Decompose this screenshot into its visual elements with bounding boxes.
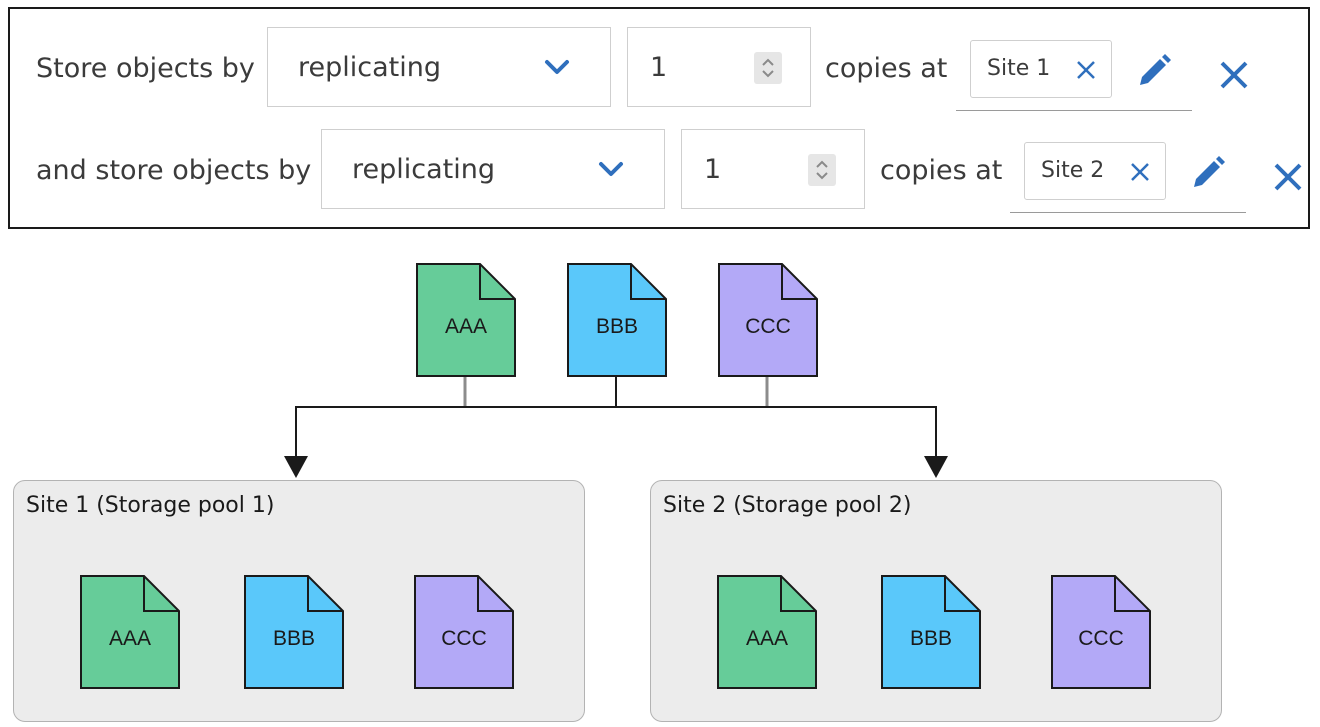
object-ccc: CCC (414, 575, 514, 689)
up-down-stepper-icon[interactable] (754, 52, 782, 84)
object-label: CCC (441, 627, 487, 650)
document-icon (881, 575, 981, 689)
object-label: BBB (595, 315, 639, 338)
copies-value: 1 (650, 52, 668, 83)
method-select[interactable]: replicating (321, 129, 665, 209)
site-selector[interactable]: Site 1 (956, 27, 1192, 111)
pencil-icon[interactable] (1188, 153, 1228, 193)
copies-input[interactable]: 1 (627, 27, 811, 107)
object-aaa: AAA (80, 575, 180, 689)
close-icon[interactable] (1214, 55, 1254, 95)
copies-at-label: copies at (880, 155, 1003, 186)
rule-label: and store objects by (36, 155, 312, 186)
site-tag-label: Site 2 (1041, 158, 1105, 183)
close-icon[interactable] (1075, 59, 1097, 81)
document-icon (1051, 575, 1151, 689)
object-label: BBB (909, 627, 953, 650)
copies-input[interactable]: 1 (681, 129, 865, 209)
arrow-down-icon (924, 456, 948, 478)
close-icon[interactable] (1268, 157, 1308, 197)
up-down-stepper-icon[interactable] (808, 154, 836, 186)
rule-row-1: Store objects by replicating 1 copies at… (10, 19, 1308, 119)
document-icon (244, 575, 344, 689)
document-icon (718, 263, 818, 377)
close-icon[interactable] (1129, 161, 1151, 183)
rule-row-2: and store objects by replicating 1 copie… (10, 121, 1308, 221)
object-aaa: AAA (416, 263, 516, 377)
document-icon (80, 575, 180, 689)
document-icon (416, 263, 516, 377)
object-label: AAA (745, 627, 789, 650)
site-tag-label: Site 1 (987, 56, 1051, 81)
rule-label: Store objects by (36, 53, 255, 84)
pool-title: Site 1 (Storage pool 1) (26, 493, 275, 518)
site-tag: Site 1 (970, 40, 1112, 98)
object-ccc: CCC (718, 263, 818, 377)
object-label: BBB (272, 627, 316, 650)
object-label: CCC (1078, 627, 1124, 650)
document-icon (717, 575, 817, 689)
site-tag: Site 2 (1024, 142, 1166, 200)
storage-pool-1: Site 1 (Storage pool 1) AAA BBB CCC (13, 480, 585, 722)
method-select[interactable]: replicating (267, 27, 611, 107)
object-label: AAA (108, 627, 152, 650)
object-bbb: BBB (567, 263, 667, 377)
chevron-down-icon (545, 60, 569, 74)
document-icon (567, 263, 667, 377)
placement-rules-panel: Store objects by replicating 1 copies at… (8, 7, 1310, 229)
object-label: CCC (745, 315, 791, 338)
object-ccc: CCC (1051, 575, 1151, 689)
chevron-down-icon (599, 162, 623, 176)
document-icon (414, 575, 514, 689)
object-bbb: BBB (881, 575, 981, 689)
pencil-icon[interactable] (1134, 51, 1174, 91)
pool-title: Site 2 (Storage pool 2) (663, 493, 912, 518)
method-value: replicating (298, 52, 441, 83)
arrow-down-icon (284, 456, 308, 478)
copies-value: 1 (704, 154, 722, 185)
copies-at-label: copies at (825, 53, 948, 84)
object-aaa: AAA (717, 575, 817, 689)
storage-pool-2: Site 2 (Storage pool 2) AAA BBB CCC (650, 480, 1222, 722)
method-value: replicating (352, 154, 495, 185)
object-bbb: BBB (244, 575, 344, 689)
object-label: AAA (444, 315, 488, 338)
site-selector[interactable]: Site 2 (1010, 129, 1246, 213)
